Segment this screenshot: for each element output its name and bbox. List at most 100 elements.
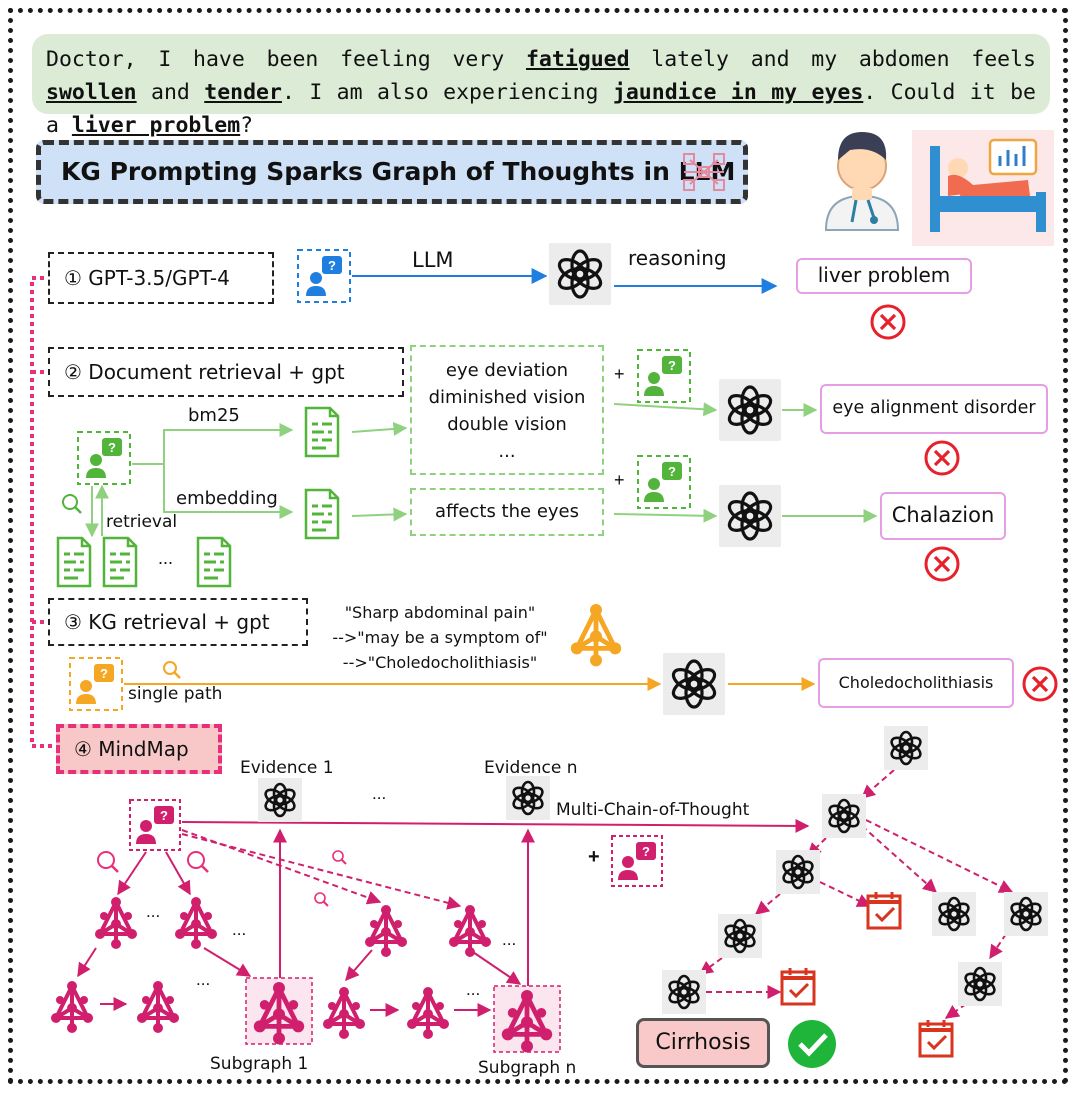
keyword-fatigued: fatigued [525,47,630,72]
openai-logo-icon [660,968,708,1016]
plus-sign: + [614,470,625,490]
patient-question-icon: ? [77,431,131,485]
path-line: -->"Choledocholithiasis" [342,653,538,672]
openai-logo-icon [930,890,978,938]
embedding-term-box: affects the eyes [410,488,604,536]
result-text: Chalazion [891,503,995,527]
edge-label-embedding: embedding [176,488,278,509]
patient-question: Doctor, I have been feeling very fatigue… [32,34,1050,138]
knowledge-graph-icon [135,979,181,1035]
label-subgraph-n: Subgraph n [478,1058,577,1078]
openai-logo-icon [661,651,727,717]
term-line: diminished vision [428,387,586,408]
svg-text:?: ? [668,358,676,373]
result-text: Choledocholithiasis [838,673,994,692]
network-icon [683,153,725,191]
document-icon [304,406,340,458]
method1-box: ① GPT-3.5/GPT-4 [48,252,274,304]
calendar-check-icon [918,1018,954,1058]
document-icon [56,536,92,588]
svg-text:?: ? [108,440,116,455]
openai-logo-icon [774,848,822,896]
bm25-terms-box: eye deviation diminished vision double v… [410,345,604,475]
svg-text:?: ? [642,844,650,859]
edge-label-retrieval: retrieval [106,512,178,532]
question-text: lately and my abdomen feels [629,47,1037,72]
knowledge-graph-icon [405,985,451,1041]
term-line: ... [498,441,516,462]
result-choledocholithiasis: Choledocholithiasis [818,658,1014,708]
document-icon [196,536,232,588]
correct-check-icon [788,1020,836,1068]
patient-question-icon: ? [637,349,691,403]
document-icon [304,488,340,540]
patient-question-icon: ? [611,835,663,887]
knowledge-graph-icon [173,895,219,951]
patient-question-icon: ? [69,657,123,711]
openai-logo-icon [504,774,552,822]
openai-logo-icon [547,241,613,307]
patient-question-icon: ? [129,799,181,851]
patient-question-icon: ? [637,455,691,509]
page-title: KG Prompting Sparks Graph of Thoughts in… [61,157,736,186]
question-text: ? [240,113,254,138]
patient-bed-icon [912,130,1054,246]
wrong-cross-icon [1022,666,1058,702]
ellipsis: ... [466,980,481,999]
reasoning-tree-edges [698,769,1014,1019]
openai-logo-icon [717,377,783,443]
question-text: . I am also experiencing [281,80,613,105]
result-cirrhosis: Cirrhosis [636,1018,770,1068]
search-icon [97,850,347,907]
calendar-check-icon [866,890,902,930]
doctor-icon [824,132,900,231]
label-evidence-1: Evidence 1 [240,758,334,778]
wrong-cross-icon [924,440,960,476]
keyword-swollen: swollen [46,80,137,105]
retrieval-edges [85,402,878,538]
keyword-jaundice: jaundice in my eyes [612,80,864,105]
patient-question-icon: ? [297,249,351,303]
edge-label-llm: LLM [412,248,454,272]
label-evidence-n: Evidence n [484,758,578,778]
method-connector [30,276,56,748]
result-text: liver problem [817,263,951,287]
knowledge-graph-icon [93,895,139,951]
openai-logo-icon [882,724,930,772]
method4-label: ④ MindMap [74,737,189,761]
result-chalazion: Chalazion [880,492,1006,540]
openai-logo-icon [256,776,304,824]
wrong-cross-icon [924,546,960,582]
knowledge-graph-icon [447,903,493,959]
plus-sign: + [588,846,600,868]
label-subgraph-1: Subgraph 1 [210,1054,309,1074]
keyword-liver-problem: liver problem [71,113,241,138]
ellipsis: ... [196,970,211,989]
knowledge-graph-icon [49,979,95,1035]
mindmap-edges [77,818,810,1017]
svg-text:?: ? [100,666,108,681]
openai-logo-icon [716,912,764,960]
ellipsis: ... [146,902,161,921]
openai-logo-icon [717,483,783,549]
method2-label: ② Document retrieval + gpt [64,360,345,384]
calendar-check-icon [780,966,816,1006]
openai-logo-icon [1002,890,1050,938]
knowledge-graph-icon [363,903,409,959]
document-icon [102,536,138,588]
search-icon [62,494,82,514]
method2-box: ② Document retrieval + gpt [48,347,404,397]
term-line: eye deviation [445,360,569,381]
question-text: and [136,80,205,105]
ellipsis: ... [502,930,517,949]
openai-logo-icon [956,960,1004,1008]
keyword-tender: tender [204,80,282,105]
method3-label: ③ KG retrieval + gpt [64,610,270,634]
result-eye-alignment: eye alignment disorder [820,384,1048,434]
knowledge-graph-icon [321,985,367,1041]
result-text: eye alignment disorder [832,398,1036,418]
knowledge-graph-icon [570,604,622,667]
plus-sign: + [614,364,625,384]
question-text: . Could it be a [46,80,1036,138]
